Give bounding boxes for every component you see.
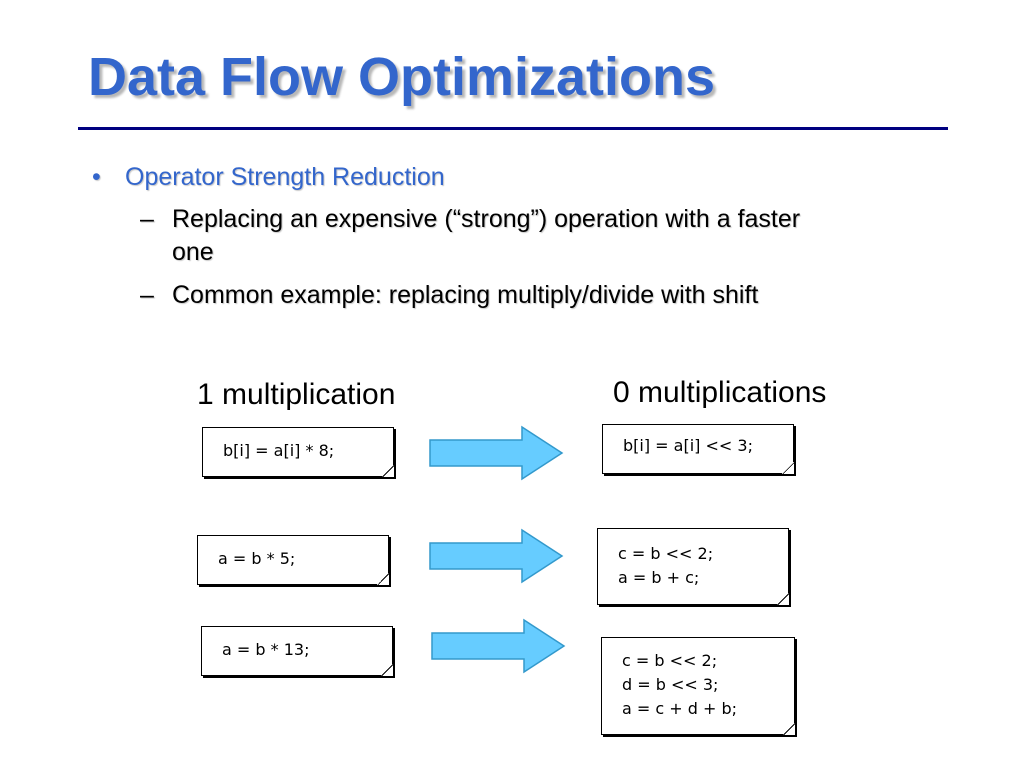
code-before-2: a = b * 5; (218, 549, 296, 568)
arrow-right-icon (429, 425, 564, 481)
sub-bullet-text: Common example: replacing multiply/divid… (172, 281, 759, 309)
code-box-after-2: c = b << 2; a = b + c; (597, 528, 789, 605)
caption-after: 0 multiplications (613, 376, 827, 409)
sub-bullet-marker: – (140, 281, 154, 309)
bullet-marker: • (92, 163, 101, 191)
code-box-before-3: a = b * 13; (201, 626, 393, 676)
code-box-before-1: b[i] = a[i] * 8; (202, 427, 394, 477)
folded-corner (782, 462, 794, 474)
code-box-after-3: c = b << 2; d = b << 3; a = c + d + b; (601, 637, 795, 735)
caption-before: 1 multiplication (197, 378, 396, 411)
code-before-1: b[i] = a[i] * 8; (223, 441, 335, 460)
folded-corner (783, 723, 795, 735)
code-before-3: a = b * 13; (222, 640, 310, 659)
code-after-2: c = b << 2; a = b + c; (618, 544, 714, 587)
sub-bullet-1: – Replacing an expensive (“strong”) oper… (140, 203, 900, 273)
title-underline (78, 127, 948, 130)
sub-bullet-text: Replacing an expensive (“strong”) operat… (172, 205, 801, 266)
bullet-operator-strength-reduction: • Operator Strength Reduction (92, 163, 445, 192)
arrow-right-icon (431, 618, 566, 674)
folded-corner (382, 465, 394, 477)
bullet-text: Operator Strength Reduction (125, 163, 445, 191)
code-after-1: b[i] = a[i] << 3; (623, 436, 753, 455)
code-after-3: c = b << 2; d = b << 3; a = c + d + b; (622, 651, 738, 718)
code-box-after-1: b[i] = a[i] << 3; (602, 424, 794, 474)
slide-title: Data Flow Optimizations (88, 47, 716, 107)
folded-corner (777, 593, 789, 605)
code-box-before-2: a = b * 5; (197, 535, 389, 585)
arrow-right-icon (429, 528, 564, 584)
folded-corner (377, 573, 389, 585)
sub-bullet-marker: – (140, 205, 154, 233)
sub-bullet-2: – Common example: replacing multiply/div… (140, 279, 900, 314)
folded-corner (381, 664, 393, 676)
